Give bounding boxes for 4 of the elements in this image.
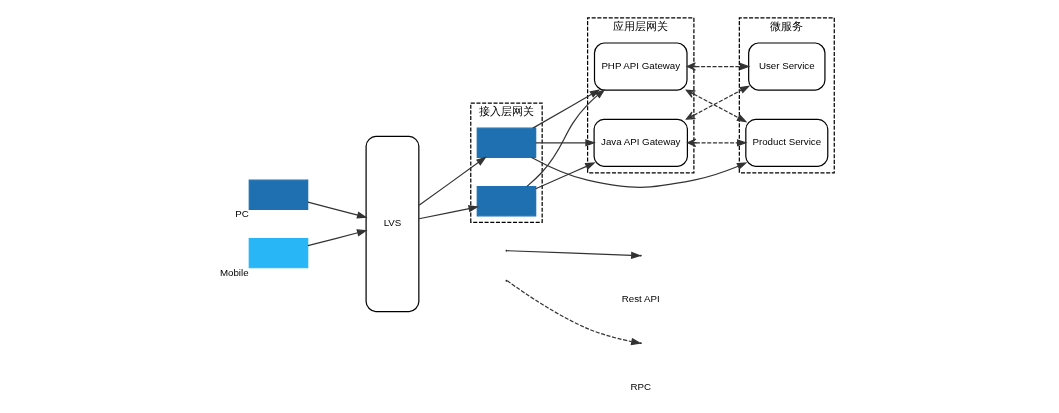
node-label: Mobile [219, 266, 249, 278]
node-label: PC [234, 208, 249, 220]
legend-label: Rest API [621, 292, 660, 304]
legend-label: RPC [629, 380, 651, 392]
